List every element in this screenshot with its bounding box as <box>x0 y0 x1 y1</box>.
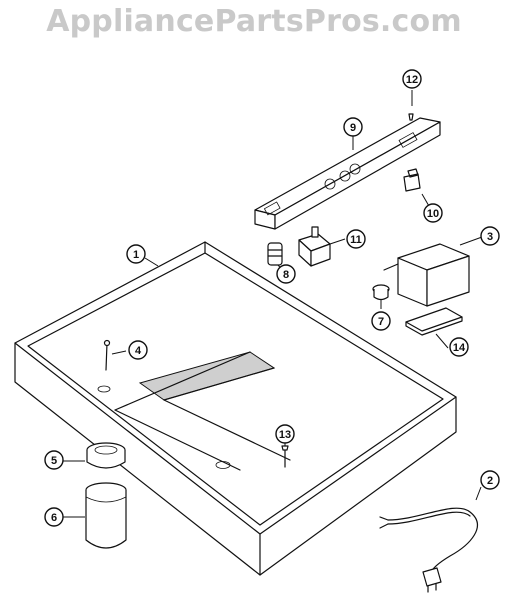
knob-10 <box>403 168 421 192</box>
callout-number: 2 <box>487 475 493 487</box>
drip-pan <box>14 241 457 576</box>
callout-12: 12 <box>402 69 422 89</box>
callout-number: 8 <box>283 269 289 281</box>
callout-number: 5 <box>51 455 57 467</box>
callout-11: 11 <box>346 229 366 249</box>
switch-11 <box>298 226 331 267</box>
callout-number: 7 <box>378 316 384 328</box>
jar-6 <box>85 482 127 549</box>
grommet-7 <box>372 284 390 301</box>
power-cord-2 <box>379 507 478 593</box>
callout-number: 9 <box>350 122 356 134</box>
callout-7: 7 <box>371 311 391 331</box>
callout-circle <box>275 424 295 444</box>
callout-circle <box>44 450 64 470</box>
callout-circle <box>423 203 443 223</box>
callout-13: 13 <box>275 424 295 444</box>
lamp-8 <box>267 242 283 266</box>
bracket-box-3 <box>383 243 470 307</box>
callout-circle <box>480 470 500 490</box>
callout-3: 3 <box>480 226 500 246</box>
callout-number: 11 <box>350 234 362 246</box>
callout-number: 12 <box>406 74 418 86</box>
control-panel <box>254 117 441 230</box>
callout-circle <box>480 226 500 246</box>
callout-circle <box>449 337 469 357</box>
callout-number: 10 <box>427 208 439 220</box>
screw-13 <box>281 445 289 468</box>
leader-lines <box>63 90 483 518</box>
callout-number: 13 <box>279 429 291 441</box>
callout-number: 4 <box>135 345 142 357</box>
callout-number: 1 <box>133 249 139 261</box>
callout-4: 4 <box>128 340 148 360</box>
watermark-logo: AppliancePartsPros.com <box>46 4 462 39</box>
callout-circle <box>343 117 363 137</box>
callout-circle <box>346 229 366 249</box>
callout-6: 6 <box>44 507 64 527</box>
plate-14 <box>405 307 463 336</box>
callout-circle <box>126 244 146 264</box>
callout-circle <box>44 507 64 527</box>
screw-12 <box>408 113 414 121</box>
callout-number: 6 <box>51 512 57 524</box>
callout-9: 9 <box>343 117 363 137</box>
callout-8: 8 <box>276 264 296 284</box>
callout-10: 10 <box>423 203 443 223</box>
callout-number: 3 <box>487 231 493 243</box>
callout-circle <box>402 69 422 89</box>
callout-circle <box>128 340 148 360</box>
callout-1: 1 <box>126 244 146 264</box>
callout-14: 14 <box>449 337 469 357</box>
pin-4 <box>103 339 111 371</box>
lid-5 <box>86 442 126 469</box>
callout-circle <box>371 311 391 331</box>
callout-5: 5 <box>44 450 64 470</box>
callout-circle <box>276 264 296 284</box>
callout-number: 14 <box>453 342 466 354</box>
callout-2: 2 <box>480 470 500 490</box>
